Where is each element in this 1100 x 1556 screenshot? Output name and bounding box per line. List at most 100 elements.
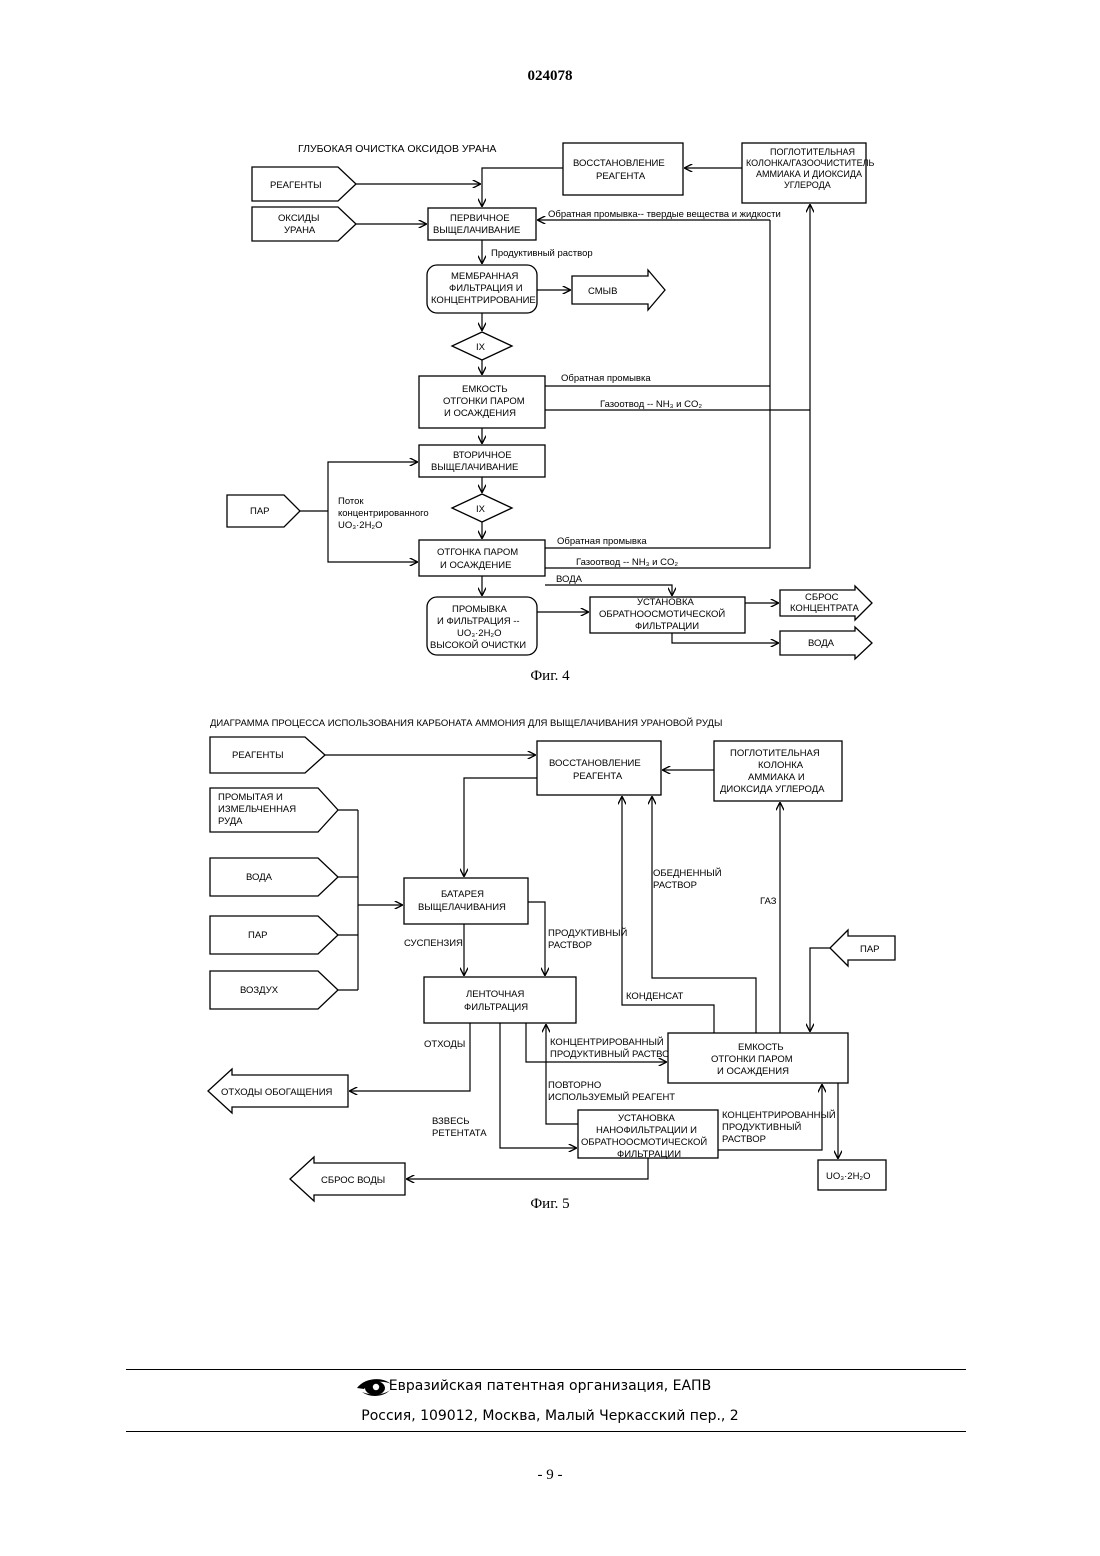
- fig5-tank-l2: ОТГОНКИ ПАРОМ: [711, 1054, 793, 1065]
- fig4-wash-l3: UO₃·2H₂O: [457, 628, 502, 639]
- fig4-conc-stream-l1: Поток: [338, 496, 364, 507]
- fig4-reagent-recovery-box: [563, 143, 683, 195]
- fig5-reused-l1: ПОВТОРНО: [548, 1080, 601, 1091]
- fig5-conc2-l3: РАСТВОР: [722, 1134, 766, 1145]
- fig4-conc-l2: КОНЦЕНТРАТА: [790, 603, 859, 614]
- fig4-ix1-label: IX: [476, 342, 486, 353]
- fig5-nf-l3: ОБРАТНООСМОТИЧЕСКОЙ: [581, 1136, 707, 1148]
- fig5-belt-l1: ЛЕНТОЧНАЯ: [466, 989, 525, 1000]
- fig5-ore-l3: РУДА: [218, 816, 243, 827]
- fig4-membrane-l1: МЕМБРАННАЯ: [451, 271, 518, 282]
- fig4-strip-l1: ОТГОНКА ПАРОМ: [437, 547, 518, 558]
- page-number: - 9 -: [0, 1467, 1100, 1484]
- fig5-battery-l1: БАТАРЕЯ: [441, 889, 484, 900]
- fig5-absorber-l2: КОЛОНКА: [758, 760, 804, 771]
- fig5-water-discharge-label: СБРОС ВОДЫ: [321, 1175, 385, 1186]
- fig5-retentate-l2: РЕТЕНТАТА: [432, 1128, 487, 1139]
- fig5-tank-l3: И ОСАЖДЕНИЯ: [717, 1066, 789, 1077]
- fig4-primary-l1: ПЕРВИЧНОЕ: [450, 213, 510, 224]
- fig5-belt-filter-box: [424, 977, 576, 1023]
- footer-address: Россия, 109012, Москва, Малый Черкасский…: [0, 1408, 1100, 1424]
- fig5-conc-pregnant-l1: КОНЦЕНТРИРОВАННЫЙ: [550, 1036, 664, 1048]
- document-number: 024078: [0, 68, 1100, 85]
- fig5-steam-arrow: [210, 916, 338, 954]
- fig5-water-arrow: [210, 858, 338, 896]
- fig5-water-label: ВОДА: [246, 872, 273, 883]
- fig4-ro-l3: ФИЛЬТРАЦИИ: [635, 621, 699, 632]
- fig5-air-label: ВОЗДУХ: [240, 985, 279, 996]
- fig4-absorber-l3: АММИАКА И ДИОКСИДА: [756, 169, 862, 179]
- fig4-gasvent1: Газоотвод -- NH₃ и CO₂: [600, 399, 702, 410]
- fig4-ix2-label: IX: [476, 504, 486, 515]
- footer-top-rule: [126, 1369, 966, 1370]
- fig4-backwash2: Обратная промывка: [557, 536, 647, 547]
- fig5-absorber-l3: АММИАКА И: [748, 772, 805, 783]
- fig5-leach-battery-box: [404, 878, 528, 924]
- fig5-conc2-l1: КОНЦЕНТРИРОВАННЫЙ: [722, 1109, 836, 1121]
- footer-org: Евразийская патентная организация, ЕАПВ: [0, 1378, 1100, 1394]
- fig4-steam-label: ПАР: [250, 506, 270, 517]
- fig5-absorber-l4: ДИОКСИДА УГЛЕРОДА: [720, 784, 825, 795]
- fig4-secondary-l2: ВЫЩЕЛАЧИВАНИЕ: [431, 462, 518, 473]
- fig5-conc2-l2: ПРОДУКТИВНЫЙ: [722, 1121, 801, 1133]
- fig4-pregnant-solution: Продуктивный раствор: [491, 248, 593, 259]
- fig4-backwash-solids: Обратная промывка-- твердые вещества и ж…: [548, 209, 781, 220]
- fig5-title: ДИАГРАММА ПРОЦЕССА ИСПОЛЬЗОВАНИЯ КАРБОНА…: [210, 717, 722, 729]
- fig4-flush-arrow: [572, 270, 665, 310]
- fig5-absorber-l1: ПОГЛОТИТЕЛЬНАЯ: [730, 748, 820, 759]
- fig4-primary-l2: ВЫЩЕЛАЧИВАНИЕ: [433, 225, 520, 236]
- fig5-reused-l2: ИСПОЛЬЗУЕМЫЙ РЕАГЕНТ: [548, 1091, 675, 1103]
- fig5-tailings: ОТХОДЫ: [424, 1039, 465, 1050]
- fig4-water-out-label: ВОДА: [808, 638, 835, 649]
- fig5-battery-l2: ВЫЩЕЛАЧИВАНИЯ: [418, 902, 506, 913]
- fig5-tailings-out-label: ОТХОДЫ ОБОГАЩЕНИЯ: [221, 1087, 333, 1098]
- fig5-nf-l4: ФИЛЬТРАЦИИ: [617, 1149, 681, 1160]
- fig5-reagents-label: РЕАГЕНТЫ: [232, 750, 284, 761]
- fig4-water-label: ВОДА: [556, 574, 583, 585]
- fig4-secondary-l1: ВТОРИЧНОЕ: [453, 450, 512, 461]
- fig4-connectors: [300, 168, 810, 643]
- fig4-oxides-l2: УРАНА: [284, 225, 316, 236]
- fig4-absorber-l4: УГЛЕРОДА: [784, 180, 831, 190]
- fig5-nf-l1: УСТАНОВКА: [618, 1113, 676, 1124]
- fig4-membrane-l3: КОНЦЕНТРИРОВАНИЕ: [431, 295, 536, 306]
- fig4-tank-l2: ОТГОНКИ ПАРОМ: [443, 396, 525, 407]
- fig4-wash-l2: И ФИЛЬТРАЦИЯ --: [437, 616, 520, 627]
- fig5-steam-label: ПАР: [248, 930, 268, 941]
- fig5-lean-l1: ОБЕДНЕННЫЙ: [653, 867, 722, 879]
- fig4-backwash1: Обратная промывка: [561, 373, 651, 384]
- fig5-gas-label: ГАЗ: [760, 896, 777, 907]
- fig4-ro-l2: ОБРАТНООСМОТИЧЕСКОЙ: [599, 608, 725, 620]
- fig5-conc-pregnant-l2: ПРОДУКТИВНЫЙ РАСТВОР: [550, 1048, 676, 1060]
- fig4-absorber-l2: КОЛОНКА/ГАЗООЧИСТИТЕЛЬ: [746, 158, 875, 168]
- fig4-oxides-l1: ОКСИДЫ: [278, 213, 319, 224]
- fig5-belt-l2: ФИЛЬТРАЦИЯ: [464, 1002, 528, 1013]
- fig5-ore-l1: ПРОМЫТАЯ И: [218, 792, 283, 803]
- fig4-membrane-l2: ФИЛЬТРАЦИЯ И: [449, 283, 523, 294]
- fig5-pregnant-l1: ПРОДУКТИВНЫЙ: [548, 927, 627, 939]
- fig5-ore-l2: ИЗМЕЛЬЧЕННАЯ: [218, 804, 296, 815]
- fig5-suspension: СУСПЕНЗИЯ: [404, 938, 463, 949]
- fig4-tank-l3: И ОСАЖДЕНИЯ: [444, 408, 516, 419]
- fig4-recovery-l1: ВОССТАНОВЛЕНИЕ: [573, 158, 665, 169]
- fig5-recovery-l2: РЕАГЕНТА: [573, 771, 623, 782]
- fig4-ro-l1: УСТАНОВКА: [637, 597, 695, 608]
- fig5-retentate-l1: ВЗВЕСЬ: [432, 1116, 470, 1127]
- fig5-recovery-l1: ВОССТАНОВЛЕНИЕ: [549, 758, 641, 769]
- fig4-reagents-label: РЕАГЕНТЫ: [270, 180, 322, 191]
- fig5-tank-l1: ЕМКОСТЬ: [738, 1042, 784, 1053]
- fig4-caption: Фиг. 4: [0, 668, 1100, 685]
- fig5-condensate: КОНДЕНСАТ: [626, 991, 684, 1002]
- fig4-gasvent2: Газоотвод -- NH₃ и CO₂: [576, 557, 678, 568]
- fig4-wash-l1: ПРОМЫВКА: [452, 604, 508, 615]
- fig5-product-label: UO₃·2H₂O: [826, 1171, 871, 1182]
- fig5-caption: Фиг. 5: [0, 1196, 1100, 1213]
- fig4-strip-l2: И ОСАЖДЕНИЕ: [440, 560, 511, 571]
- fig5-steam-in-label: ПАР: [860, 944, 880, 955]
- fig5-lean-l2: РАСТВОР: [653, 880, 697, 891]
- fig5-nf-l2: НАНОФИЛЬТРАЦИИ И: [596, 1125, 697, 1136]
- fig4-conc-stream-l3: UO₃·2H₂O: [338, 520, 383, 531]
- fig5-pregnant-l2: РАСТВОР: [548, 940, 592, 951]
- figure-5-diagram: ДИАГРАММА ПРОЦЕССА ИСПОЛЬЗОВАНИЯ КАРБОНА…: [0, 710, 1100, 1200]
- fig4-tank-l1: ЕМКОСТЬ: [462, 384, 508, 395]
